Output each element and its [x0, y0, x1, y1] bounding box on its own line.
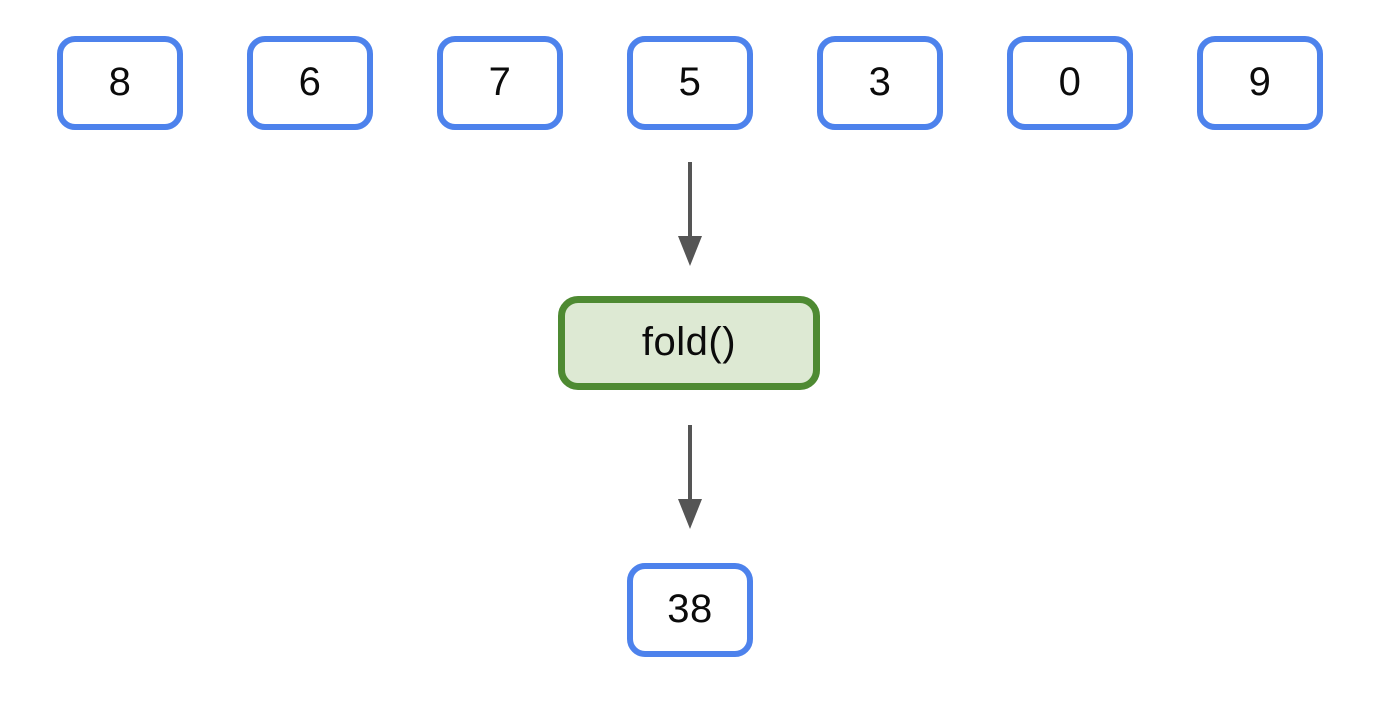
value-box-label: 8 [108, 60, 132, 104]
result-box-label: 38 [667, 587, 713, 631]
operation-node-label: fold() [641, 320, 737, 364]
value-box-label: 6 [298, 60, 322, 104]
value-box-label: 9 [1248, 60, 1272, 104]
value-box-5[interactable]: 0 [1007, 36, 1133, 130]
result-box[interactable]: 38 [627, 563, 753, 657]
value-box-0[interactable]: 8 [57, 36, 183, 130]
value-box-4[interactable]: 3 [817, 36, 943, 130]
value-box-label: 5 [678, 60, 702, 104]
value-box-1[interactable]: 6 [247, 36, 373, 130]
value-box-label: 0 [1058, 60, 1082, 104]
value-box-2[interactable]: 7 [437, 36, 563, 130]
operation-node-fold[interactable]: fold() [558, 296, 820, 390]
value-box-3[interactable]: 5 [627, 36, 753, 130]
value-box-label: 3 [868, 60, 892, 104]
value-box-6[interactable]: 9 [1197, 36, 1323, 130]
value-box-label: 7 [488, 60, 512, 104]
